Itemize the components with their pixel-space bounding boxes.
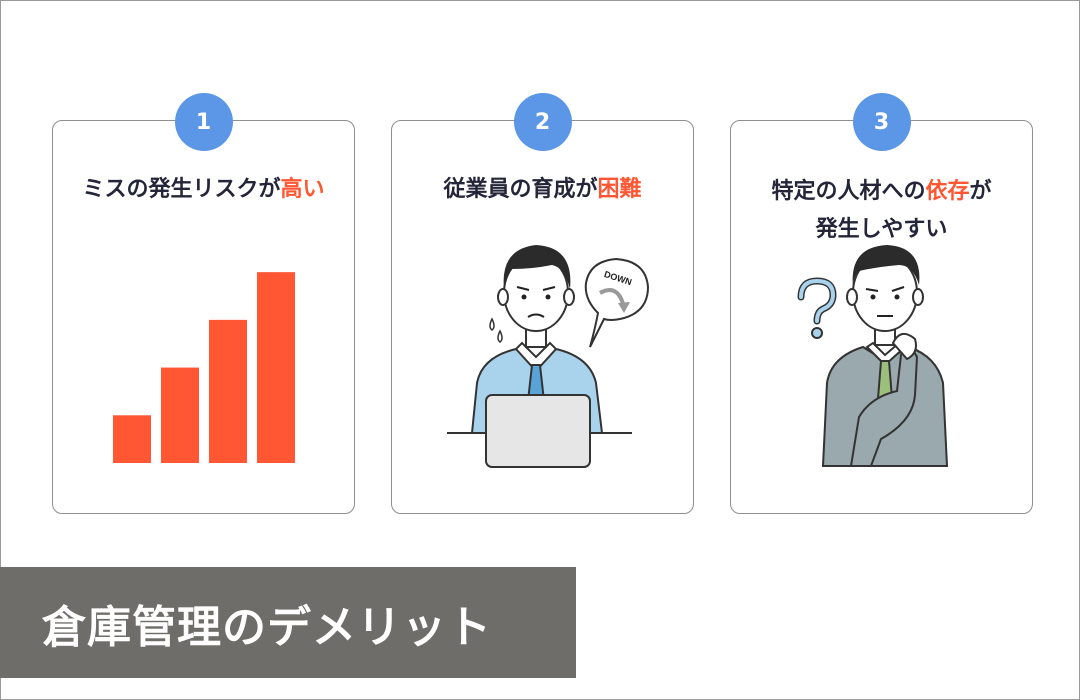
card-3-title-suffix: が — [969, 179, 992, 204]
laptop-shape — [485, 394, 591, 468]
bar-4 — [257, 272, 295, 463]
speech-bubble — [584, 257, 650, 348]
card-1-title-text: ミスの発生リスクが — [82, 177, 281, 202]
card-1-number-badge: 1 — [174, 93, 233, 151]
card-3-title-line-1: 特定の人材への依存が — [731, 173, 1032, 211]
card-3-number-badge: 3 — [852, 93, 911, 151]
card-1-title: ミスの発生リスクが高い — [53, 171, 354, 209]
title-banner: 倉庫管理のデメリット — [0, 567, 576, 678]
hand-shape — [891, 332, 917, 361]
bar-3 — [209, 319, 247, 463]
card-2-title: 従業員の育成が困難 — [392, 171, 693, 209]
thinking-worker-illustration — [797, 245, 949, 467]
card-1: 1 ミスの発生リスクが高い — [52, 93, 355, 514]
bar-1 — [113, 415, 151, 463]
card-3-title-text-1: 特定の人材への — [771, 179, 926, 204]
card-3-title: 特定の人材への依存が 発生しやすい — [731, 173, 1032, 249]
worried-worker-illustration: DOWN — [447, 245, 650, 468]
bar-2 — [161, 367, 199, 463]
card-3-title-highlight: 依存 — [925, 179, 970, 204]
banner-title: 倉庫管理のデメリット — [42, 601, 492, 653]
card-2-title-highlight: 困難 — [597, 177, 642, 202]
card-3: 3 特定の人材への依存が 発生しやすい — [730, 93, 1033, 514]
rising-bar-chart — [113, 272, 295, 463]
card-2-number-badge: 2 — [513, 93, 572, 151]
card-2-title-text: 従業員の育成が — [443, 177, 598, 202]
card-2: 2 従業員の育成が困難 DOWN — [391, 93, 694, 514]
card-1-title-highlight: 高い — [280, 177, 325, 202]
card-3-title-line-2: 発生しやすい — [815, 217, 948, 242]
